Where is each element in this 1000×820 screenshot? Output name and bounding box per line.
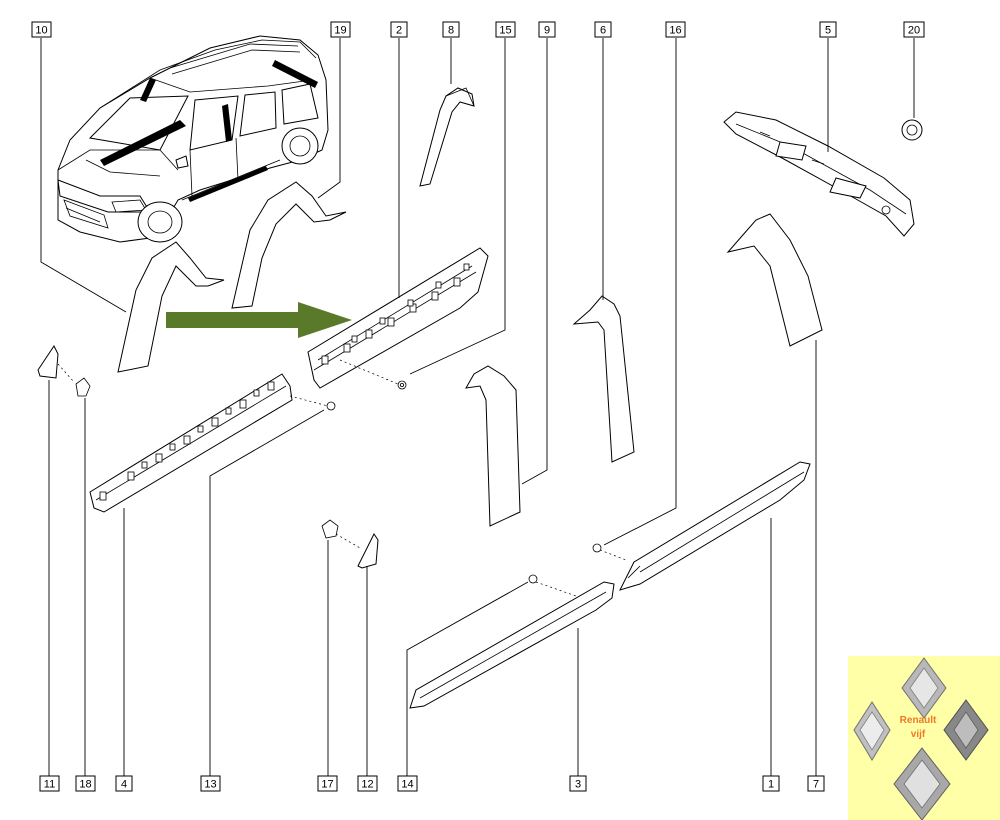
svg-text:12: 12 — [361, 779, 373, 791]
svg-text:2: 2 — [396, 25, 402, 37]
svg-text:5: 5 — [825, 25, 831, 37]
svg-text:8: 8 — [448, 25, 454, 37]
part-8-pillar-trim — [419, 87, 475, 187]
svg-text:6: 6 — [600, 25, 606, 37]
svg-text:20: 20 — [908, 25, 920, 37]
part-3-front-door-long-molding — [409, 581, 615, 709]
callout-19: 19 — [330, 21, 351, 38]
part-9-pillar-trim — [465, 365, 521, 527]
svg-text:14: 14 — [401, 779, 413, 791]
callout-7: 7 — [807, 775, 825, 792]
part-5-tailgate-strip — [723, 111, 915, 237]
part-4-clips — [99, 381, 275, 501]
part-17-clip — [321, 519, 339, 539]
callout-15: 15 — [495, 21, 516, 38]
renault-diamond-icon-bottom — [893, 747, 951, 820]
part-13-fastener — [289, 395, 336, 411]
callout-13: 13 — [200, 775, 221, 792]
part-4-rear-door-molding — [89, 373, 293, 513]
logo-text-renault: Renault — [900, 715, 937, 726]
renault-vijf-logo: Renault vijf — [848, 656, 1000, 820]
svg-text:18: 18 — [79, 779, 91, 791]
callout-12: 12 — [357, 775, 378, 792]
part-1-rear-door-long-molding — [619, 461, 811, 591]
svg-text:19: 19 — [334, 25, 346, 37]
renault-diamond-icon-top — [901, 657, 947, 719]
renault-diamond-icon-right — [943, 699, 989, 761]
renault-diamond-icon-left — [853, 701, 891, 761]
part-19-wheel-arch-trim — [231, 181, 347, 309]
part-16-fastener — [592, 543, 627, 561]
callout-5: 5 — [819, 21, 837, 38]
callout-17: 17 — [317, 775, 338, 792]
callout-20: 20 — [903, 21, 925, 38]
callout-14: 14 — [397, 775, 418, 792]
callout-18: 18 — [75, 775, 96, 792]
callout-6: 6 — [594, 21, 612, 38]
svg-text:4: 4 — [121, 779, 127, 791]
svg-text:7: 7 — [813, 779, 819, 791]
svg-text:10: 10 — [35, 25, 47, 37]
callout-8: 8 — [442, 21, 460, 38]
part-2-front-door-molding — [307, 247, 489, 389]
svg-text:16: 16 — [669, 25, 681, 37]
part-20-grommet — [901, 119, 923, 141]
part-2-clips — [321, 263, 470, 365]
part-7-rear-pillar-trim — [726, 213, 823, 347]
logo-text-vijf: vijf — [911, 729, 926, 740]
callout-2: 2 — [390, 21, 408, 38]
svg-text:17: 17 — [321, 779, 333, 791]
callout-16: 16 — [665, 21, 686, 38]
part-10-wheel-arch-trim — [117, 241, 225, 373]
svg-text:1: 1 — [768, 779, 774, 791]
part-18-clip — [57, 363, 91, 397]
green-pointer-arrow — [166, 302, 352, 338]
part-15-fastener — [339, 359, 407, 390]
part-11-corner-trim — [37, 345, 59, 379]
svg-text:9: 9 — [544, 25, 550, 37]
part-14-fastener — [528, 574, 577, 597]
part-6-pillar-trim — [572, 295, 635, 463]
callout-3: 3 — [569, 775, 587, 792]
callout-4: 4 — [115, 775, 133, 792]
leader-lines — [40, 38, 915, 776]
svg-text:15: 15 — [499, 25, 511, 37]
callout-11: 11 — [39, 775, 60, 792]
svg-text:3: 3 — [575, 779, 581, 791]
car-illustration — [57, 35, 329, 243]
part-12-corner-trim — [335, 533, 379, 569]
callout-9: 9 — [538, 21, 556, 38]
callout-10: 10 — [31, 21, 52, 38]
callout-1: 1 — [762, 775, 780, 792]
svg-text:11: 11 — [44, 779, 55, 791]
svg-text:13: 13 — [204, 779, 216, 791]
